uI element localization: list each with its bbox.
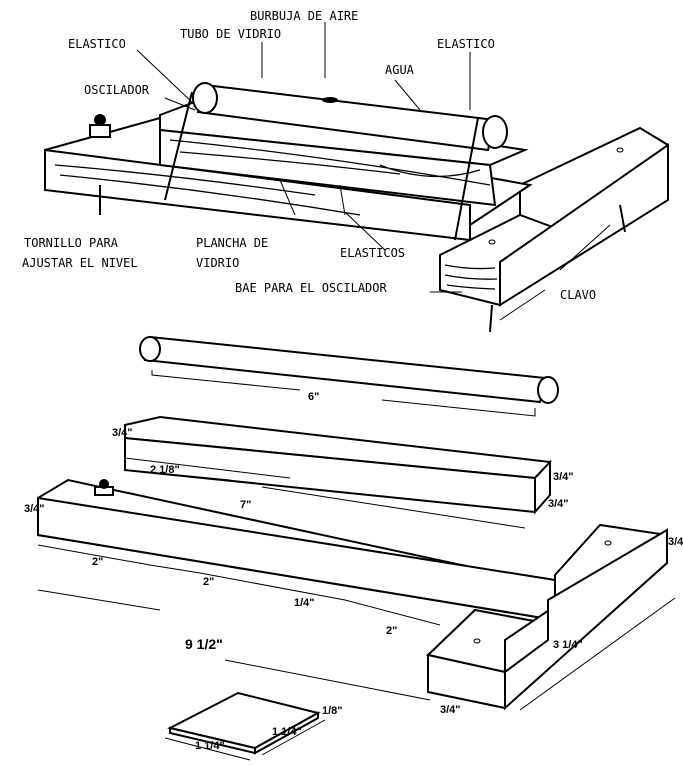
assembled-glass-tube (192, 82, 508, 152)
exploded-cross-piece: 3/4" 3 1/4" 3/4" (425, 523, 683, 716)
dim-base-seg2: 2" (203, 576, 214, 588)
label-elastic-right: ELASTICO (437, 37, 495, 51)
dim-base-seg4: 2" (386, 625, 397, 637)
dim-plate-thickness: 1/8" (322, 705, 343, 717)
label-nail: CLAVO (560, 288, 596, 302)
label-water: AGUA (385, 63, 415, 77)
label-oscillator: OSCILADOR (84, 83, 150, 97)
dim-oscillator-length: 7" (240, 499, 251, 511)
dim-plate-depth: 1 1/4" (272, 726, 302, 738)
exploded-view: 6" 3/4" 2 1/8" 7" 3/4" 3/4" 3/4" 2" 2" 1… (24, 335, 683, 761)
dim-tube-length: 6" (308, 391, 319, 403)
dim-cross-width: 3/4" (440, 704, 461, 716)
label-glass-plate-1: PLANCHA DE (196, 236, 268, 250)
assembled-view: BURBUJA DE AIRE TUBO DE VIDRIO ELASTICO … (22, 9, 669, 333)
exploded-base-bar: 3/4" 2" 2" 1/4" 2" 9 1/2" (24, 478, 603, 701)
label-elastics: ELASTICOS (340, 246, 405, 260)
exploded-oscillator: 3/4" 2 1/8" 7" 3/4" 3/4" (112, 415, 574, 529)
dim-oscillator-height: 3/4" (112, 427, 133, 439)
dim-cross-height: 3/4" (668, 536, 683, 548)
dim-cross-length: 3 1/4" (553, 639, 583, 651)
dim-base-length: 9 1/2" (185, 636, 223, 652)
exploded-glass-plate: 1/8" 1 1/4" 1 1/4" (164, 691, 343, 761)
label-glass-plate-2: VIDRIO (196, 256, 239, 270)
dim-oscillator-end-width: 3/4" (548, 498, 569, 510)
dim-plate-width: 1 1/4" (195, 740, 225, 752)
dim-base-seg3: 1/4" (294, 597, 315, 609)
assembled-cross-base (439, 126, 669, 333)
exploded-tube: 6" (139, 335, 559, 417)
label-elastic-left: ELASTICO (68, 37, 126, 51)
label-screw-1: TORNILLO PARA (24, 236, 119, 250)
label-oscillator-base: BAE PARA EL OSCILADOR (235, 281, 387, 295)
dim-oscillator-offset: 2 1/8" (150, 464, 180, 476)
label-air-bubble: BURBUJA DE AIRE (250, 9, 358, 23)
label-glass-tube: TUBO DE VIDRIO (180, 27, 281, 41)
label-screw-2: AJUSTAR EL NIVEL (22, 256, 138, 270)
dim-base-height: 3/4" (24, 503, 45, 515)
dim-base-seg1: 2" (92, 556, 103, 568)
elastic-band-right (454, 117, 479, 241)
dim-oscillator-end-height: 3/4" (553, 471, 574, 483)
elastic-band-left (164, 91, 193, 201)
